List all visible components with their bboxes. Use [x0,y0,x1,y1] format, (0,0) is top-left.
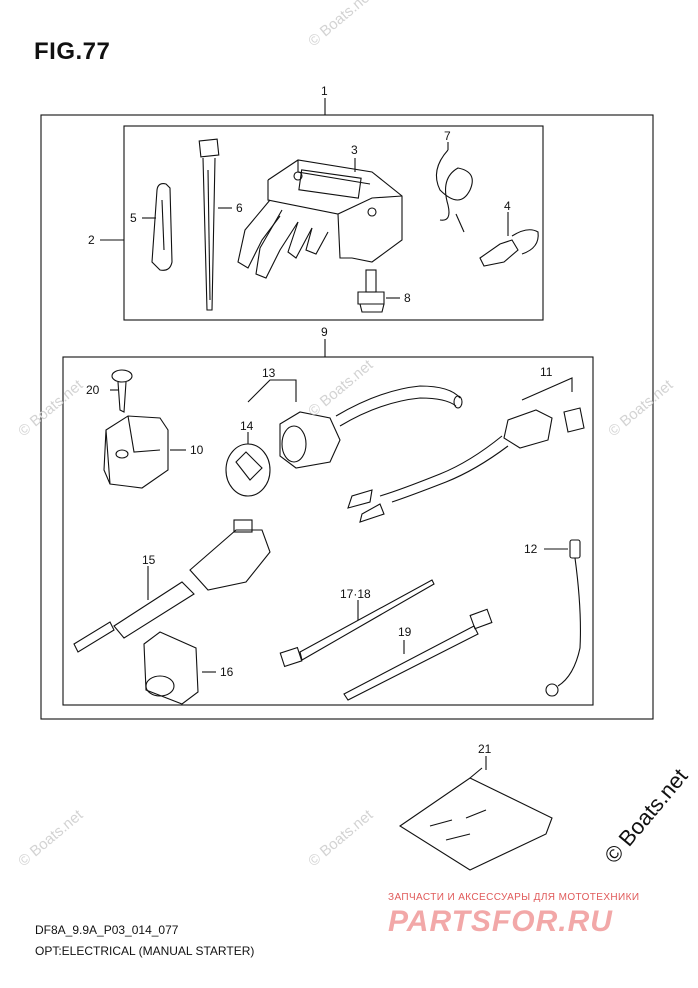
watermark-strong: © Boats.net [599,764,692,868]
callout-5: 5 [130,211,137,225]
grommet-16 [143,631,216,705]
figure-description: OPT:ELECTRICAL (MANUAL STARTER) [35,944,255,958]
watermark-3: © Boats.net [305,356,377,420]
socket-13 [279,385,463,469]
callout-6: 6 [236,201,243,215]
callout-10: 10 [190,443,204,457]
watermark-6: © Boats.net [305,806,377,870]
figure-title: FIG.77 [34,38,111,65]
callout-4: 4 [504,199,511,213]
clip-5 [142,183,173,271]
callout-1: 1 [321,84,328,98]
cable-tie-17-18 [279,579,435,668]
watermark-2: © Boats.net [15,376,87,440]
callout-14: 14 [240,419,254,433]
callout-8: 8 [404,291,411,305]
callout-15: 15 [142,553,156,567]
fuse-holder-11 [347,377,585,523]
callout-12: 12 [524,542,538,556]
model-code: DF8A_9.9A_P03_014_077 [35,923,179,937]
callout-labels: 1 2 3 4 5 6 7 8 9 10 11 12 13 14 15 16 1… [86,84,553,756]
callout-11: 11 [540,365,553,379]
terminal-4 [479,212,539,267]
callout-13: 13 [262,366,276,380]
callout-20: 20 [86,383,100,397]
bolt-8 [357,269,400,313]
relay-3 [237,158,403,279]
clamp-7 [435,142,473,233]
coupler-14 [225,432,271,497]
brand-tagline: ЗАПЧАСТИ И АКСЕССУАРЫ ДЛЯ МОТОТЕХНИКИ [388,892,640,903]
callout-7: 7 [444,129,451,143]
watermark-1: © Boats.net [305,0,377,50]
bag-21 [398,756,553,871]
callout-9: 9 [321,325,328,339]
clamp-10 [103,415,186,489]
cable-tie-19 [343,608,493,701]
watermark-4: © Boats.net [605,376,677,440]
callout-3: 3 [351,143,358,157]
kit-box-9 [62,356,594,706]
sensor-12 [544,539,581,697]
callout-21: 21 [478,742,492,756]
screw-20 [110,369,133,413]
outer-frame [40,114,654,720]
watermark-5: © Boats.net [15,806,87,870]
brand-logo: PARTSFOR.RU [388,905,613,938]
callout-19: 19 [398,625,412,639]
watermarks: © Boats.net © Boats.net © Boats.net © Bo… [15,0,692,870]
kit-box-2 [123,125,544,321]
connector-15 [73,519,271,653]
callout-17-18: 17·18 [340,587,371,601]
callout-16: 16 [220,665,234,679]
cable-tie-6 [198,138,232,311]
callout-2: 2 [88,233,95,247]
